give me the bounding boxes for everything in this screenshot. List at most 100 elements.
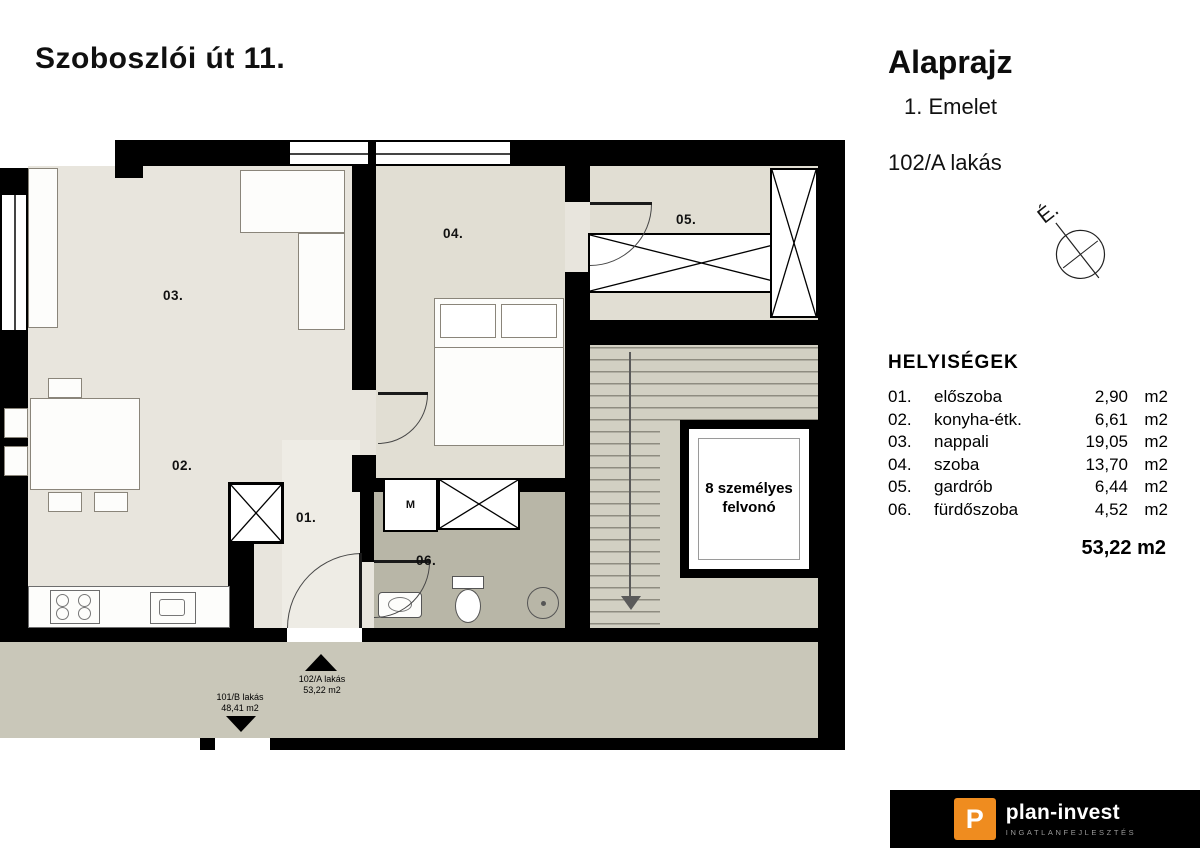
wall — [360, 492, 374, 562]
wall — [115, 140, 290, 166]
drain-dot — [540, 600, 546, 606]
wall — [362, 628, 575, 642]
page-title: Szoboszlói út 11. — [35, 42, 286, 75]
stove-burner-icon — [56, 607, 69, 620]
chair — [48, 492, 82, 512]
door-leaf — [378, 392, 428, 395]
entrance-a-area: 53,22 m2 — [303, 685, 341, 695]
room-number: 04. — [888, 454, 912, 474]
wall — [0, 628, 287, 642]
logo-mark-icon: P — [953, 798, 996, 840]
pillow — [501, 304, 557, 338]
room-area-unit: m2 — [1144, 387, 1168, 406]
room-area-unit: m2 — [1144, 432, 1168, 451]
room-area: 19,05 — [1085, 432, 1128, 451]
elevator-label-line1: 8 személyes — [705, 480, 793, 498]
rooms-table-row: 03. nappali 19,05 m2 — [888, 431, 1168, 454]
dining-table — [30, 398, 140, 490]
north-indicator: É. — [1019, 187, 1121, 296]
room-label-06: 06. — [416, 553, 437, 568]
room-number: 06. — [888, 499, 912, 519]
wall — [352, 166, 376, 390]
wall — [575, 628, 818, 642]
bed — [434, 298, 564, 446]
room-area: 6,61 — [1094, 409, 1128, 429]
rooms-table: HELYISÉGEK 01. előszoba 2,90 m2 02. kony… — [888, 352, 1168, 560]
chair — [4, 446, 28, 476]
wall — [565, 166, 590, 202]
wardrobe-crossed — [770, 168, 818, 318]
stair-arrow-icon — [621, 596, 641, 610]
entrance-arrow-icon — [226, 716, 256, 732]
room-area: 13,70 — [1085, 454, 1128, 474]
cabinet — [28, 168, 58, 328]
room-label-05: 05. — [676, 212, 697, 227]
doorway-gap — [215, 738, 270, 750]
sofa — [240, 170, 345, 233]
elevator-cabin-outline — [698, 438, 800, 560]
entrance-note-b: 101/B lakás 48,41 m2 — [198, 692, 282, 714]
room-label-04: 04. — [443, 226, 464, 241]
entrance-b-name: 101/B lakás — [216, 692, 264, 702]
toilet-tank — [452, 576, 484, 589]
entrance-note-a: 102/A lakás 53,22 m2 — [280, 674, 364, 696]
duct-shaft — [228, 482, 284, 544]
kitchen-sink — [150, 592, 196, 624]
room-label-02: 02. — [172, 458, 193, 473]
company-logo: P plan-invest INGATLANFEJLESZTÉS — [890, 790, 1200, 848]
total-area: 53,22 m2 — [1081, 537, 1166, 559]
closet-crossed — [438, 478, 520, 530]
room-area-unit: m2 — [1144, 454, 1168, 474]
wall — [510, 140, 845, 166]
rooms-table-row: 01. előszoba 2,90 m2 — [888, 386, 1168, 409]
room-area: 4,52 — [1094, 499, 1128, 519]
plan-heading: Alaprajz — [888, 44, 1013, 80]
rooms-table-row: 02. konyha-étk. 6,61 m2 — [888, 409, 1168, 432]
corridor-floor — [0, 642, 845, 738]
wall — [565, 320, 818, 345]
door-leaf — [374, 560, 430, 563]
sofa — [298, 233, 345, 330]
chair — [48, 378, 82, 398]
wall — [228, 544, 254, 628]
room-name: konyha-étk. — [934, 409, 1022, 429]
washing-machine-label: M — [405, 499, 416, 511]
washing-machine: M — [383, 478, 438, 532]
room-number: 03. — [888, 432, 912, 451]
room-name: szoba — [934, 454, 980, 474]
logo-subtitle: INGATLANFEJLESZTÉS — [1005, 828, 1137, 837]
stove-burner-icon — [78, 594, 91, 607]
floor-level-label: 1. Emelet — [904, 94, 997, 119]
chair — [94, 492, 128, 512]
stair-steps-lower — [590, 431, 660, 628]
stove — [50, 590, 100, 624]
elevator: 8 személyes felvonó — [680, 420, 818, 578]
window — [376, 140, 510, 166]
rooms-table-row: 06. fürdőszoba 4,52 m2 — [888, 499, 1168, 522]
entrance-b-area: 48,41 m2 — [221, 703, 259, 713]
blanket-line — [435, 347, 563, 348]
wall — [115, 140, 143, 178]
room-area-unit: m2 — [1144, 409, 1168, 429]
rooms-table-heading: HELYISÉGEK — [888, 352, 1019, 373]
elevator-label-line2: felvonó — [722, 499, 776, 516]
room-area: 6,44 — [1094, 477, 1128, 496]
stove-burner-icon — [56, 594, 69, 607]
window — [290, 140, 368, 166]
stove-burner-icon — [78, 607, 91, 620]
shower-drain — [527, 587, 559, 619]
entrance-arrow-icon — [305, 654, 337, 671]
room-name: előszoba — [934, 387, 1003, 406]
room-number: 02. — [888, 409, 912, 429]
rooms-table-row: 04. szoba 13,70 m2 — [888, 454, 1168, 477]
door-leaf — [359, 553, 362, 628]
room-number: 01. — [888, 387, 912, 406]
pillow — [440, 304, 496, 338]
room-area-unit: m2 — [1144, 477, 1168, 496]
wall — [818, 140, 845, 750]
wall — [200, 738, 845, 750]
room-area: 2,90 — [1094, 387, 1128, 406]
logo-company-name: plan-invest — [1005, 801, 1120, 824]
entrance-a-name: 102/A lakás — [298, 674, 346, 684]
